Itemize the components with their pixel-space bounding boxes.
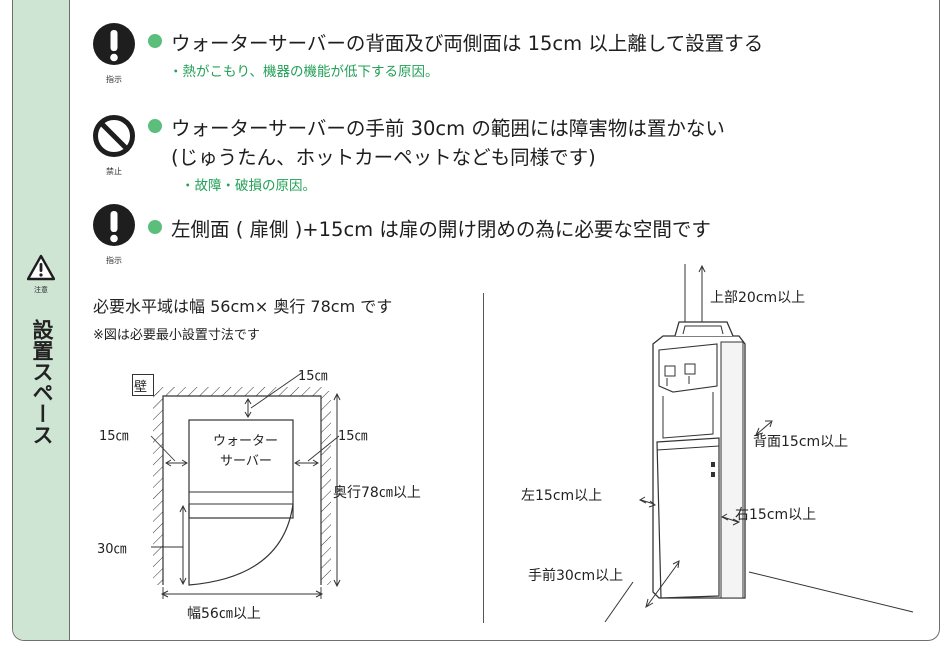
instruction-caption: 指示 (106, 75, 122, 84)
diagram-note: ※図は必要最小設置寸法です (93, 328, 260, 343)
back-gap-label: 15㎝ (298, 369, 328, 384)
item-2-sub: ・故障・破損の原因。 (181, 178, 316, 194)
top-view-diagram (150, 371, 341, 599)
front-gap-label: 30㎝ (97, 542, 127, 557)
divider (483, 293, 484, 623)
instruction-caption: 指示 (106, 256, 122, 265)
instruction-icon (93, 23, 135, 65)
width-label: 幅56㎝以上 (187, 606, 261, 622)
left-gap-label: 15㎝ (99, 429, 129, 444)
install-space-panel: 注意 設置スペース 指示 ウォーターサーバーの背面及び両側面は 15cm 以上離… (12, 0, 940, 641)
right-clearance-label: 右15cm以上 (735, 507, 817, 523)
bullet (148, 220, 162, 234)
back-clearance-label: 背面15cm以上 (753, 434, 849, 450)
item-2-text: ウォーターサーバーの手前 30cm の範囲には障害物は置かない (171, 117, 725, 140)
instruction-icon (93, 204, 135, 246)
sidebar: 注意 設置スペース (13, 0, 70, 640)
wall-label: 壁 (134, 380, 148, 395)
unit-label-line2: サーバー (220, 454, 272, 469)
bullet (148, 34, 162, 48)
front-clearance-label: 手前30cm以上 (528, 568, 624, 584)
item-1-text: ウォーターサーバーの背面及び両側面は 15cm 以上離して設置する (171, 32, 764, 55)
item-1-sub: ・熱がこもり、機器の機能が低下する原因。 (169, 64, 439, 80)
item-3-text: 左側面 ( 扉側 )+15cm は扉の開け閉めの為に必要な空間です (171, 218, 711, 241)
prohibition-icon (93, 115, 135, 157)
warning-caption: 注意 (34, 286, 48, 294)
top-clearance-label: 上部20cm以上 (710, 290, 806, 306)
item-2-text-2: (じゅうたん、ホットカーペットなども同様です) (171, 146, 596, 169)
bullet (148, 119, 162, 133)
sidebar-title: 設置スペース (30, 319, 54, 445)
warning-icon (27, 254, 55, 281)
diagram-heading: 必要水平域は幅 56cm× 奥行 78cm です (93, 297, 393, 316)
unit-label-line1: ウォーター (213, 434, 279, 449)
wall-box (132, 374, 154, 396)
right-gap-label: 15㎝ (338, 429, 368, 444)
prohibition-caption: 禁止 (106, 167, 122, 176)
depth-label: 奥行78㎝以上 (333, 485, 421, 501)
left-clearance-label: 左15cm以上 (521, 488, 603, 504)
server-3d-diagram (604, 264, 914, 623)
